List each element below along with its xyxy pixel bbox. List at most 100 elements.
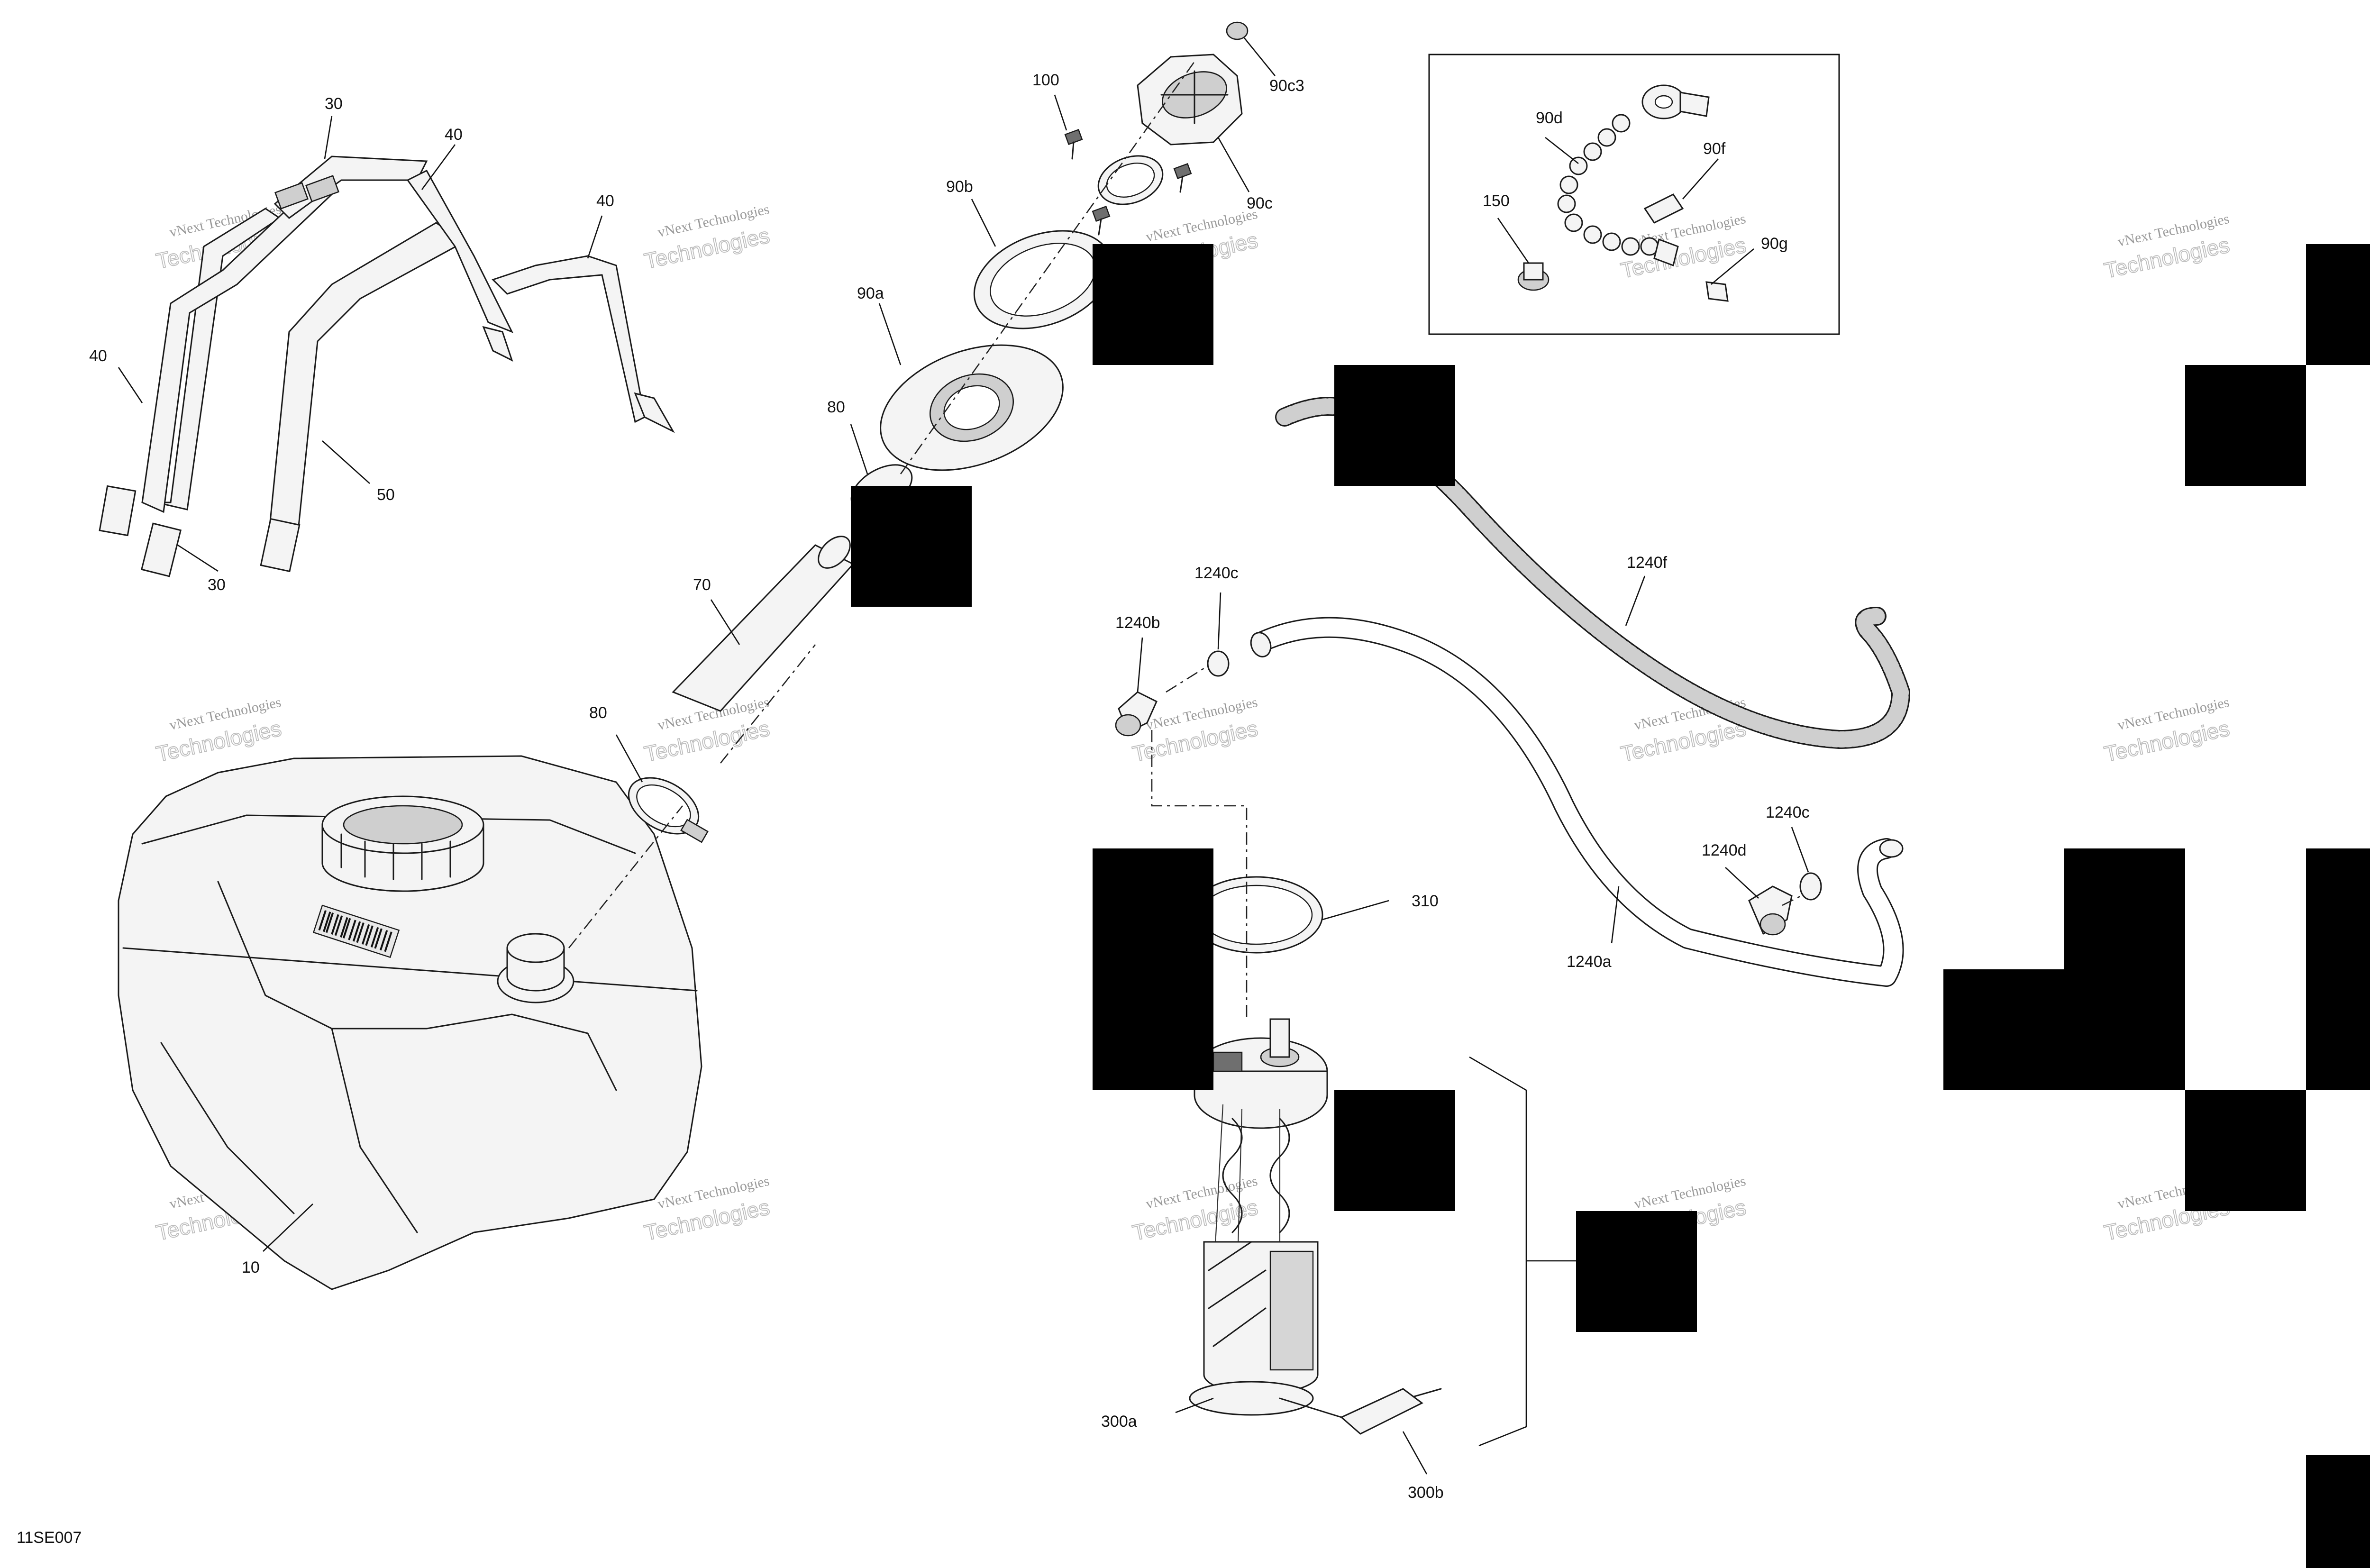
callout-100: 100 — [1032, 71, 1059, 89]
callout-1240c-lower: 1240c — [1766, 803, 1810, 821]
redaction-block — [1334, 1090, 1455, 1211]
fuel-pump-assembly — [1151, 730, 1578, 1447]
pump-strainer-300a — [1189, 1381, 1314, 1416]
watermark: vNext Technologies Technologies — [642, 201, 772, 274]
callout-90c: 90c — [1247, 194, 1273, 212]
leader-30-bottom — [177, 544, 219, 572]
quick-connector-1240b — [1115, 691, 1158, 737]
leader-80-upper — [850, 424, 868, 474]
tether-ring — [1641, 84, 1710, 119]
redaction-block — [1334, 365, 1455, 486]
tank-barcode-label — [312, 904, 400, 958]
tether-anchor-90g — [1653, 238, 1729, 302]
screw-100 — [1092, 205, 1111, 236]
o-ring-inner — [1106, 163, 1155, 198]
leader-300b — [1402, 1431, 1428, 1475]
redaction-block — [2064, 848, 2185, 969]
callout-1240f: 1240f — [1627, 554, 1668, 572]
redaction-block — [2306, 848, 2370, 1090]
redaction-block — [2306, 244, 2370, 365]
callout-90g: 90g — [1761, 235, 1788, 253]
fuel-hose-1240a-end — [1250, 632, 1272, 657]
fuel-tank — [118, 755, 702, 1290]
leader-150 — [1497, 218, 1530, 264]
callout-300b: 300b — [1408, 1484, 1444, 1502]
leader-70 — [710, 599, 740, 645]
pump-gasket-310-inner — [1199, 884, 1313, 945]
pump-connector — [1212, 1051, 1243, 1072]
tank-left-ridge — [160, 1042, 295, 1214]
connector-axis-line — [1166, 667, 1802, 906]
leader-90c3 — [1243, 37, 1276, 76]
strap-50-clip — [260, 518, 301, 573]
leader-1240c-lower — [1791, 827, 1809, 873]
leader-50 — [322, 440, 370, 484]
pump-outlet-nipple — [1269, 1018, 1290, 1058]
filler-hose-70-end — [818, 536, 851, 569]
watermark: vNext Technologies Technologies — [1130, 1173, 1260, 1246]
callout-300a: 300a — [1101, 1413, 1137, 1431]
leader-310 — [1322, 900, 1389, 921]
redaction-block — [1576, 1211, 1697, 1332]
redaction-block — [1093, 848, 1213, 1090]
hose-clamp-1240c — [1207, 650, 1230, 677]
callout-50: 50 — [377, 486, 395, 504]
tank-body — [118, 755, 702, 1290]
watermark: vNext Technologies Technologies — [154, 694, 284, 767]
callout-80-lower: 80 — [589, 704, 607, 722]
tether-chain-90d — [1557, 114, 1659, 256]
callout-1240b: 1240b — [1115, 614, 1160, 632]
leader-90d — [1545, 137, 1579, 164]
callout-90b: 90b — [946, 178, 973, 196]
tether-retainer-90f — [1643, 193, 1684, 224]
leader-1240c-upper — [1217, 592, 1221, 650]
callout-30-bottom: 30 — [208, 576, 226, 594]
cap-tether-inset — [1428, 54, 1840, 335]
strap-30-buckle — [274, 182, 309, 210]
leader-90b — [971, 199, 996, 247]
callout-30-top: 30 — [325, 95, 343, 113]
pump-spring — [1269, 1118, 1290, 1233]
redaction-block — [2306, 1455, 2370, 1568]
leader-300a — [1175, 1397, 1214, 1413]
screw-100 — [1173, 163, 1192, 193]
leader-40-right — [587, 215, 603, 259]
leader-90f — [1682, 158, 1719, 200]
callout-90c3: 90c3 — [1269, 77, 1304, 95]
callout-1240a: 1240a — [1567, 953, 1612, 971]
leader-90g — [1711, 248, 1754, 285]
strap-40-mid-hook — [482, 326, 513, 362]
figure-id: 11SE007 — [17, 1529, 82, 1547]
leader-1240d — [1725, 867, 1759, 899]
leader-90c — [1217, 137, 1250, 192]
pump-flange-rim — [1194, 1070, 1328, 1129]
fuel-hose-1240a — [1252, 618, 1903, 985]
pump-axis-line — [1151, 730, 1248, 1019]
leader-40-top — [421, 144, 456, 190]
strap-40-mid — [406, 170, 514, 333]
strap-40-left — [156, 208, 281, 511]
fuel-hose-1240a-end — [1879, 839, 1904, 858]
callout-150: 150 — [1483, 192, 1510, 210]
redaction-blocks — [851, 244, 2370, 1568]
redaction-block — [2185, 365, 2306, 486]
screw-100 — [1064, 128, 1083, 160]
leader-100 — [1054, 94, 1067, 131]
redaction-block — [851, 486, 972, 607]
tank-front-ridge — [331, 1028, 418, 1233]
cap-insert-90c3 — [1226, 21, 1249, 40]
tank-seam — [122, 947, 698, 992]
callout-310: 310 — [1412, 892, 1439, 910]
callout-90f: 90f — [1703, 140, 1726, 158]
flange-90a-bore — [943, 385, 1000, 430]
callout-labels: 10 30 30 40 40 40 50 70 80 80 90a 90b 90… — [89, 71, 1810, 1502]
filler-axis-line — [568, 61, 1195, 948]
filler-hose-70 — [672, 544, 855, 712]
pump-wiring — [1208, 1241, 1267, 1347]
pump-reservoir-shade — [1269, 1250, 1314, 1371]
redaction-block — [1093, 244, 1213, 365]
clamp-80-lower-screw — [680, 819, 709, 843]
screw-150 — [1517, 262, 1550, 291]
leader-40-left — [118, 367, 143, 403]
